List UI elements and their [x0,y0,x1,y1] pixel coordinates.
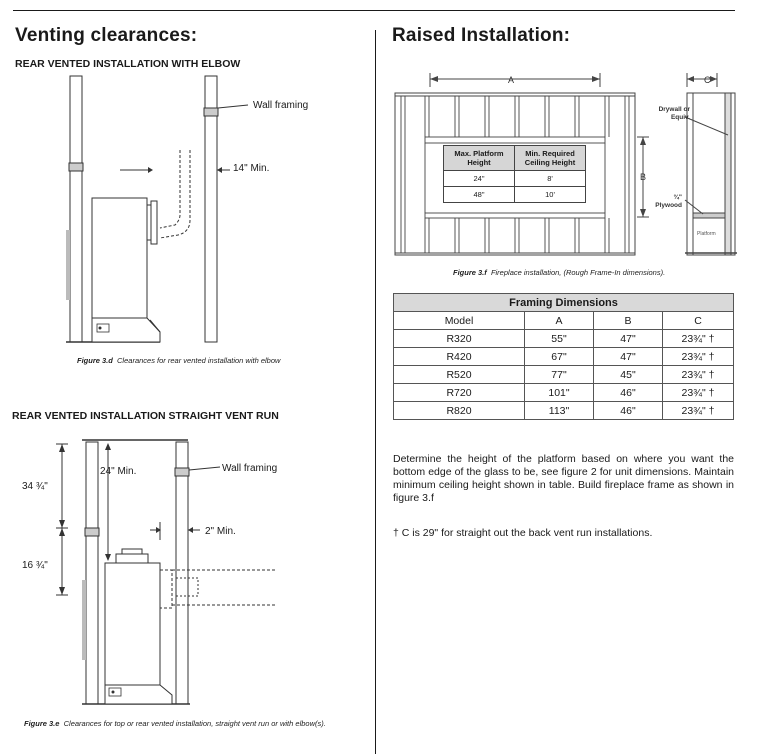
table-cell: R320 [393,329,525,348]
table-cell: 46" [593,383,663,402]
caption-text: Fireplace installation, (Rough Frame-In … [490,268,666,277]
drywall-label: Drywall or Equiv. [658,106,690,121]
table-row: R720 101" 46" 23¾" † [393,383,734,402]
table-cell: 77" [524,365,594,384]
diagram-raised-frame: A B C [394,73,737,256]
page-title-raised: Raised Installation: [392,25,571,46]
table-row: R420 67" 47" 23¾" † [393,347,734,366]
figure-3e-caption: Figure 3.e Clearances for top or rear ve… [24,719,326,728]
fireplace-unit [91,197,148,319]
caption-number: Figure 3.d [77,356,113,365]
figure-3d-caption: Figure 3.d Clearances for rear vented in… [77,356,280,365]
page-title-venting: Venting clearances: [15,25,198,46]
framing-header-model: Model [393,311,525,330]
platform-cell: 10' [514,186,586,203]
framing-dimensions-table: Framing Dimensions Model A B C R320 55" … [393,293,734,420]
table-cell: 46" [593,401,663,420]
table-cell: 45" [593,365,663,384]
diagram-rear-vent-elbow [66,75,249,343]
caption-text: Clearances for rear vented installation … [117,356,281,365]
framing-header-c: C [662,311,734,330]
platform-cell: 24" [443,170,515,187]
table-cell: 23¾" † [662,365,734,384]
clearance-2-label: 2" Min. [205,526,236,537]
section-heading-straight: REAR VENTED INSTALLATION STRAIGHT VENT R… [12,410,279,422]
table-cell: 101" [524,383,594,402]
table-cell: 113" [524,401,594,420]
dimension-lower-label: 16 ¾" [22,560,48,571]
table-row: R320 55" 47" 23¾" † [393,329,734,348]
caption-text: Clearances for top or rear vented instal… [63,719,326,728]
clearance-24-label: 24" Min. [100,466,137,477]
dim-a-label: A [508,75,514,85]
framing-table-title: Framing Dimensions [393,293,734,312]
wall-framing-label: Wall framing [253,100,309,111]
dim-b-label: B [640,172,646,182]
column-divider [375,30,376,754]
caption-number: Figure 3.e [24,719,60,728]
framing-header-a: A [524,311,594,330]
table-cell: R520 [393,365,525,384]
plywood-label: ¾" Plywood [655,194,682,209]
clearance-14-label: 14" Min. [233,163,270,174]
wall-framing-label-2: Wall framing [222,463,278,474]
table-cell: R720 [393,383,525,402]
instructions-paragraph: Determine the height of the platform bas… [393,453,734,504]
platform-height-table: Max. Platform Height Min. Required Ceili… [443,145,586,203]
table-cell: R420 [393,347,525,366]
dagger-note: † C is 29" for straight out the back ven… [393,527,653,539]
table-cell: 55" [524,329,594,348]
diagram-rear-vent-straight [56,439,275,705]
platform-cell: 8' [514,170,586,187]
caption-number: Figure 3.f [453,268,487,277]
platform-cell: 48" [443,186,515,203]
dim-c-label: C [704,75,711,85]
platform-header-ceiling: Min. Required Ceiling Height [514,145,586,171]
table-cell: 23¾" † [662,383,734,402]
table-cell: 23¾" † [662,347,734,366]
table-row: R820 113" 46" 23¾" † [393,401,734,420]
table-cell: 23¾" † [662,401,734,420]
framing-header-b: B [593,311,663,330]
table-row: R520 77" 45" 23¾" † [393,365,734,384]
dimension-upper-label: 34 ¾" [22,481,48,492]
top-rule [13,10,735,11]
section-heading-elbow: REAR VENTED INSTALLATION WITH ELBOW [15,58,241,70]
table-cell: 47" [593,347,663,366]
left-stud [69,75,83,343]
table-cell: R820 [393,401,525,420]
figure-3f-caption: Figure 3.f Fireplace installation, (Roug… [453,268,665,277]
table-cell: 47" [593,329,663,348]
table-cell: 23¾" † [662,329,734,348]
table-cell: 67" [524,347,594,366]
platform-label: Platform [697,231,716,237]
right-stud [204,75,218,343]
platform-header-max: Max. Platform Height [443,145,515,171]
